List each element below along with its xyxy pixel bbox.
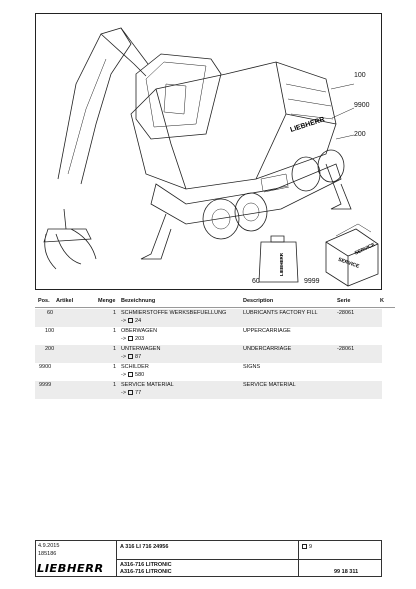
ref-page-number: 24	[135, 318, 142, 324]
row-description: UNDERCARRIAGE	[243, 346, 292, 352]
col-artikel-header: Artikel	[56, 298, 74, 304]
service-box-outline	[325, 228, 379, 287]
col-bezeichnung-header: Bezeichnung	[121, 298, 156, 304]
page-icon	[128, 372, 134, 377]
row-description: UPPERCARRIAGE	[243, 328, 291, 334]
table-row[interactable]: 9999 1 SERVICE MATERIAL -> 77 SERVICE MAT…	[35, 381, 382, 399]
parts-table-header: Pos. Artikel Menge Bezeichnung Descripti…	[35, 297, 395, 308]
grapple-outline	[43, 228, 97, 270]
row-bezeichnung: SCHMIERSTOFFE WERKSBEFUELLUNG	[121, 310, 227, 316]
arrow-icon: ->	[121, 336, 127, 342]
row-bezeichnung: OBERWAGEN	[121, 328, 158, 334]
ref-page-number: 77	[135, 390, 142, 396]
callout-9999: 9999	[304, 278, 320, 285]
table-row[interactable]: 100 1 OBERWAGEN -> 203 UPPERCARRIAGE	[35, 327, 382, 345]
col-description-header: Description	[243, 298, 274, 304]
page-icon	[128, 318, 134, 323]
row-bezeichnung: SERVICE MATERIAL	[121, 382, 174, 388]
col-menge-header: Menge	[98, 298, 116, 304]
model-line-2: A316-716 LITRONIC	[120, 569, 172, 575]
excavator-illustration: LIEBHERR LIEBHERR SERVICE SERVICE	[43, 27, 379, 287]
table-row[interactable]: 9900 1 SCHILDER -> 580 SIGNS	[35, 363, 382, 381]
page-icon	[302, 544, 307, 549]
row-description: SIGNS	[243, 364, 261, 370]
col-pos-header: Pos.	[38, 298, 50, 304]
page-ref-number: 9	[309, 544, 313, 550]
table-row[interactable]: 60 1 SCHMIERSTOFFE WERKSBEFUELLUNG ->24 …	[35, 309, 382, 327]
row-pos: 60	[47, 310, 54, 316]
page-ref: 9	[302, 544, 312, 550]
row-pos: 200	[45, 346, 55, 352]
arrow-icon: ->	[121, 390, 127, 396]
cab-outline	[135, 53, 222, 140]
page-icon	[128, 354, 134, 359]
model-line-1: A316-716 LITRONIC	[120, 562, 172, 568]
callout-9900: 9900	[354, 102, 370, 109]
arrow-icon: ->	[121, 354, 127, 360]
callout-200: 200	[354, 131, 366, 138]
row-pos: 9999	[39, 382, 52, 388]
machine-brand: LIEBHERR	[289, 116, 325, 134]
row-menge: 1	[113, 382, 117, 388]
col-serie-header: Serie	[337, 298, 351, 304]
undercarriage-outline	[150, 163, 342, 225]
ref-page-number: 87	[135, 354, 142, 360]
box-label-front: SERVICE	[337, 257, 360, 270]
doc-code: A 316 LI 716 24956	[120, 544, 169, 550]
callout-100: 100	[354, 72, 366, 79]
ref-page-number: 203	[135, 336, 145, 342]
callout-60: 60	[252, 278, 260, 285]
page-reference[interactable]: -> 203	[121, 336, 144, 342]
table-row[interactable]: 200 1 UNTERWAGEN -> 87 UNDERCARRIAGE -280…	[35, 345, 382, 363]
page-reference[interactable]: -> 87	[121, 354, 141, 360]
row-pos: 100	[45, 328, 55, 334]
page-reference[interactable]: -> 77	[121, 390, 141, 396]
row-description: LUBRICANTS FACTORY FILL	[243, 310, 318, 316]
row-pos: 9900	[39, 364, 52, 370]
arrow-icon: ->	[121, 372, 127, 378]
page-icon	[128, 390, 134, 395]
box-label-top: SERVICE	[354, 242, 377, 257]
page-reference[interactable]: -> 580	[121, 372, 144, 378]
title-block: 4.9.2015 185186 LIEBHERR A 316 LI 716 24…	[35, 540, 382, 577]
canister-label: LIEBHERR	[279, 252, 284, 276]
col-k-header: K	[380, 298, 384, 304]
row-menge: 1	[113, 310, 117, 316]
row-menge: 1	[113, 346, 117, 352]
arrow-icon: ->	[121, 318, 127, 324]
page-reference[interactable]: -> 24	[121, 318, 141, 324]
wheel-front-right	[234, 192, 268, 232]
row-serie: -28061	[337, 346, 355, 352]
page-icon	[128, 336, 134, 341]
row-menge: 1	[113, 364, 117, 370]
part-number: 99 18 311	[334, 569, 359, 575]
boom-outline	[57, 27, 132, 185]
row-description: SERVICE MATERIAL	[243, 382, 296, 388]
ref-page-number: 580	[135, 372, 145, 378]
print-date: 4.9.2015	[38, 543, 60, 549]
document-number: 185186	[38, 551, 57, 557]
parts-table-body: 60 1 SCHMIERSTOFFE WERKSBEFUELLUNG ->24 …	[35, 309, 395, 399]
row-menge: 1	[113, 328, 117, 334]
row-serie: -28061	[337, 310, 355, 316]
liebherr-logo: LIEBHERR	[37, 562, 104, 575]
row-bezeichnung: SCHILDER	[121, 364, 149, 370]
wheel-rear-left	[291, 156, 321, 192]
wheel-rear-right	[317, 149, 345, 183]
wheel-front-left	[202, 198, 240, 240]
exploded-figure: LIEBHERR LIEBHERR SERVICE SERVICE 100 99…	[35, 13, 382, 290]
row-bezeichnung: UNTERWAGEN	[121, 346, 161, 352]
